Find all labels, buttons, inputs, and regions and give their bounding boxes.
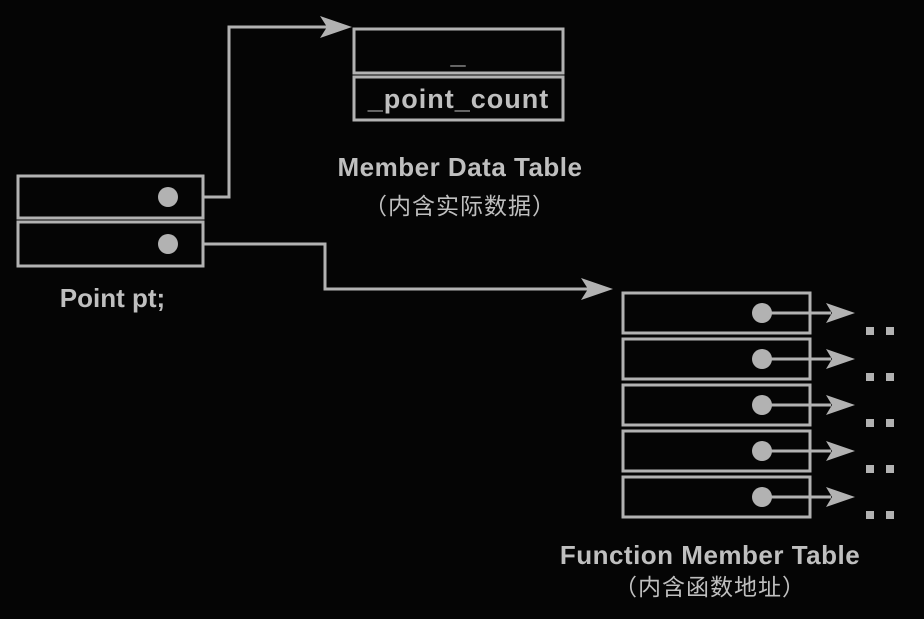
pointer-dot-icon — [158, 234, 178, 254]
function-table-row — [621, 429, 894, 473]
connector-to-function-table — [158, 234, 613, 300]
pointer-dot-icon — [752, 441, 772, 461]
object-caption: Point pt; — [59, 283, 166, 313]
arrow-head-icon — [826, 487, 855, 507]
member-data-table-box — [352, 27, 565, 122]
arrow-head-icon — [826, 395, 855, 415]
function-table-row — [621, 337, 894, 381]
arrow-head-icon — [826, 349, 855, 369]
ellipsis-dots-icon — [866, 419, 894, 427]
function-member-table-subtitle: （内含函数地址） — [614, 574, 806, 600]
member-data-slot-1 — [352, 27, 565, 75]
arrow-head-icon — [826, 303, 855, 323]
arrow-head-icon — [581, 278, 613, 300]
function-member-table-box — [621, 291, 894, 519]
object-box — [16, 174, 205, 268]
pointer-dot-icon — [752, 395, 772, 415]
ellipsis-dots-icon — [866, 511, 894, 519]
member-data-slot-2 — [352, 75, 565, 122]
function-table-row — [621, 475, 894, 519]
pointer-dot-icon — [752, 487, 772, 507]
member-data-slot2-text: _point_count — [367, 84, 550, 115]
function-table-row — [621, 383, 894, 427]
member-data-table-subtitle: （内含实际数据） — [364, 193, 556, 219]
function-member-table-title: Function Member Table — [559, 540, 861, 570]
ellipsis-dots-icon — [866, 327, 894, 335]
arrow-head-icon — [320, 16, 352, 38]
pointer-dot-icon — [752, 303, 772, 323]
pointer-dot-icon — [752, 349, 772, 369]
arrow-head-icon — [826, 441, 855, 461]
member-data-table-title: Member Data Table — [337, 152, 583, 182]
ellipsis-dots-icon — [866, 465, 894, 473]
pointer-dot-icon — [158, 187, 178, 207]
function-table-row — [621, 291, 894, 335]
member-data-slot1-text: _ — [450, 38, 467, 69]
ellipsis-dots-icon — [866, 373, 894, 381]
